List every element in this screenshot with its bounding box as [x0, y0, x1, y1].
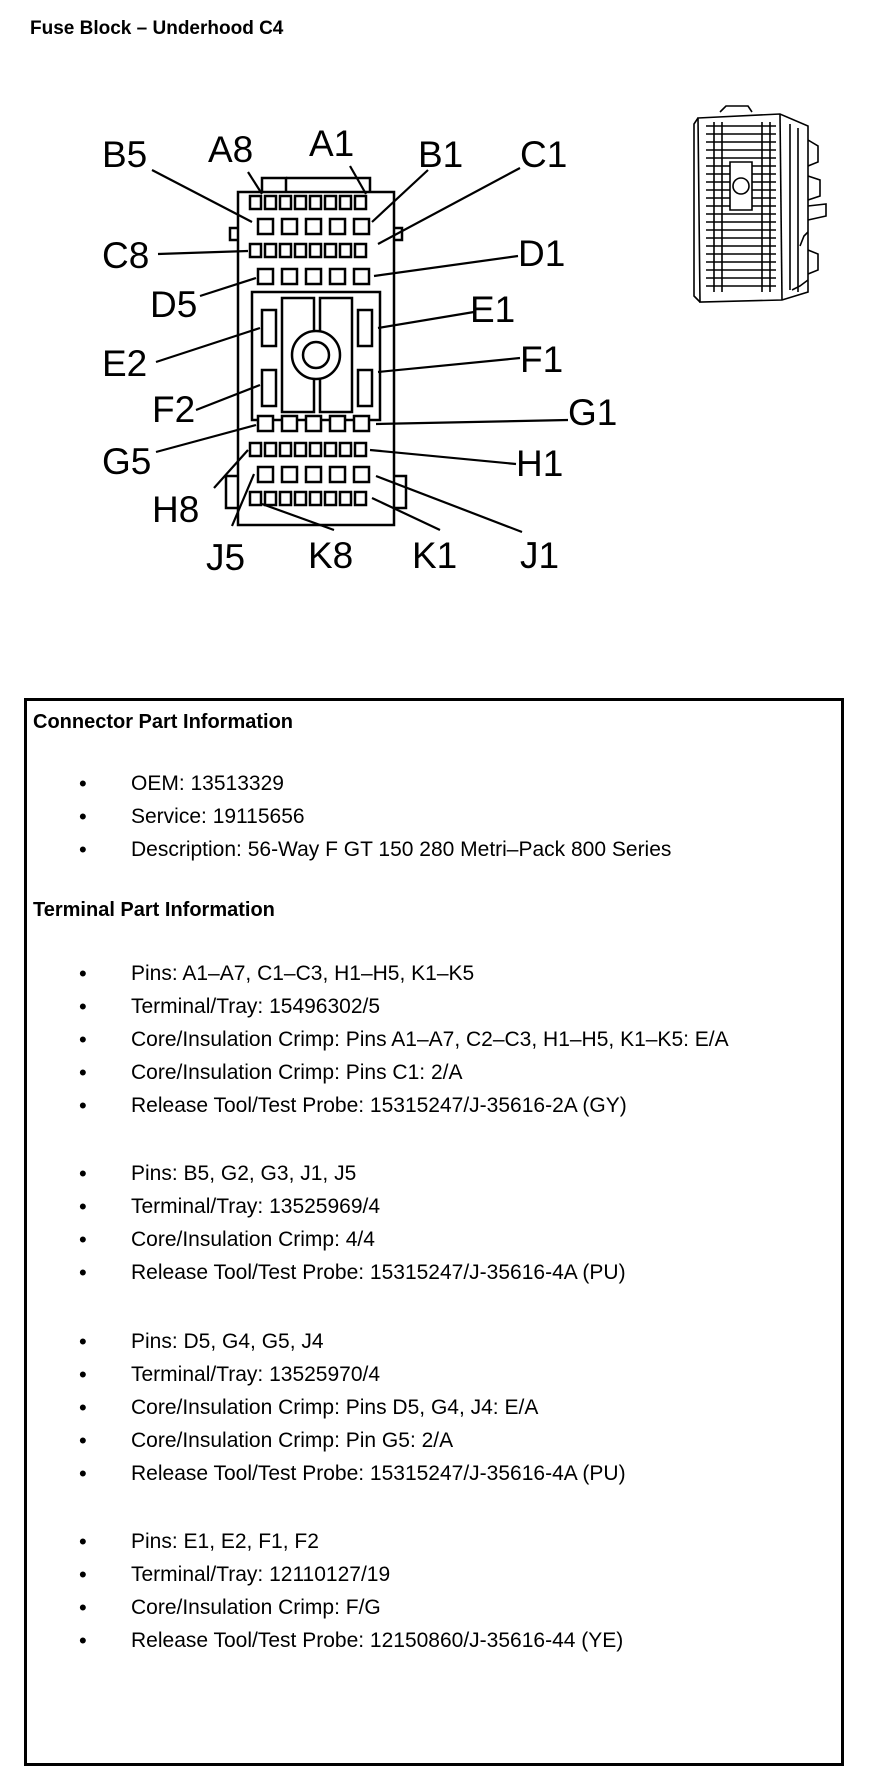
list-item: Release Tool/Test Probe: 12150860/J-3561…	[27, 1624, 841, 1657]
list-item: Pins: D5, G4, G5, J4	[27, 1325, 841, 1358]
connector-info-heading: Connector Part Information	[33, 711, 294, 733]
list-item: Release Tool/Test Probe: 15315247/J-3561…	[27, 1457, 841, 1490]
terminal-group-4: Pins: E1, E2, F1, F2 Terminal/Tray: 1211…	[27, 1525, 841, 1657]
pin-label-K8: K8	[308, 535, 353, 576]
pin-label-J5: J5	[206, 537, 245, 578]
pin-label-C8: C8	[102, 235, 149, 276]
list-item: Core/Insulation Crimp: Pins A1–A7, C2–C3…	[27, 1023, 841, 1056]
list-item: Core/Insulation Crimp: F/G	[27, 1591, 841, 1624]
terminal-info-heading: Terminal Part Information	[33, 899, 275, 921]
list-item: Release Tool/Test Probe: 15315247/J-3561…	[27, 1089, 841, 1122]
pin-label-F1: F1	[520, 339, 563, 380]
list-item: Release Tool/Test Probe: 15315247/J-3561…	[27, 1256, 841, 1289]
pin-label-B5: B5	[102, 134, 147, 175]
terminal-group-2: Pins: B5, G2, G3, J1, J5 Terminal/Tray: …	[27, 1157, 841, 1289]
leader-lines	[151, 165, 569, 534]
pin-label-D1: D1	[518, 233, 565, 274]
list-item: Core/Insulation Crimp: 4/4	[27, 1223, 841, 1256]
pin-label-A1: A1	[309, 123, 354, 164]
list-item: Terminal/Tray: 12110127/19	[27, 1558, 841, 1591]
page-title: Fuse Block – Underhood C4	[30, 18, 284, 39]
list-item: Pins: B5, G2, G3, J1, J5	[27, 1157, 841, 1190]
pin-label-H1: H1	[516, 443, 563, 484]
pin-label-B1: B1	[418, 134, 463, 175]
pin-label-K1: K1	[412, 535, 457, 576]
list-item: OEM: 13513329	[27, 767, 841, 800]
list-item: Description: 56-Way F GT 150 280 Metri–P…	[27, 833, 841, 866]
pin-label-G1: G1	[568, 392, 617, 433]
terminal-group-1: Pins: A1–A7, C1–C3, H1–H5, K1–K5 Termina…	[27, 957, 841, 1122]
list-item: Core/Insulation Crimp: Pin G5: 2/A	[27, 1424, 841, 1457]
pin-label-E2: E2	[102, 343, 147, 384]
list-item: Core/Insulation Crimp: Pins D5, G4, J4: …	[27, 1391, 841, 1424]
list-item: Pins: E1, E2, F1, F2	[27, 1525, 841, 1558]
connector-face	[224, 176, 408, 527]
list-item: Pins: A1–A7, C1–C3, H1–H5, K1–K5	[27, 957, 841, 990]
part-info-box: Connector Part Information OEM: 13513329…	[24, 698, 844, 1766]
pin-label-G5: G5	[102, 441, 151, 482]
pin-labels: B5 A8 A1 B1 C1 C8 D1 D5 E1 E2 F1 F2 G1 G…	[102, 123, 617, 578]
list-item: Terminal/Tray: 15496302/5	[27, 990, 841, 1023]
pin-label-J1: J1	[520, 535, 559, 576]
connector-info-list: OEM: 13513329 Service: 19115656 Descript…	[27, 767, 841, 866]
list-item: Core/Insulation Crimp: Pins C1: 2/A	[27, 1056, 841, 1089]
pin-cavities	[248, 194, 371, 507]
pin-label-A8: A8	[208, 129, 253, 170]
pin-label-H8: H8	[152, 489, 199, 530]
pin-label-F2: F2	[152, 389, 195, 430]
pin-label-C1: C1	[520, 134, 567, 175]
terminal-group-3: Pins: D5, G4, G5, J4 Terminal/Tray: 1352…	[27, 1325, 841, 1490]
connector-diagram: B5 A8 A1 B1 C1 C8 D1 D5 E1 E2 F1 F2 G1 G…	[102, 105, 827, 578]
connector-3d-view	[693, 105, 827, 303]
list-item: Terminal/Tray: 13525970/4	[27, 1358, 841, 1391]
pin-label-E1: E1	[470, 289, 515, 330]
list-item: Service: 19115656	[27, 800, 841, 833]
pin-label-D5: D5	[150, 284, 197, 325]
list-item: Terminal/Tray: 13525969/4	[27, 1190, 841, 1223]
